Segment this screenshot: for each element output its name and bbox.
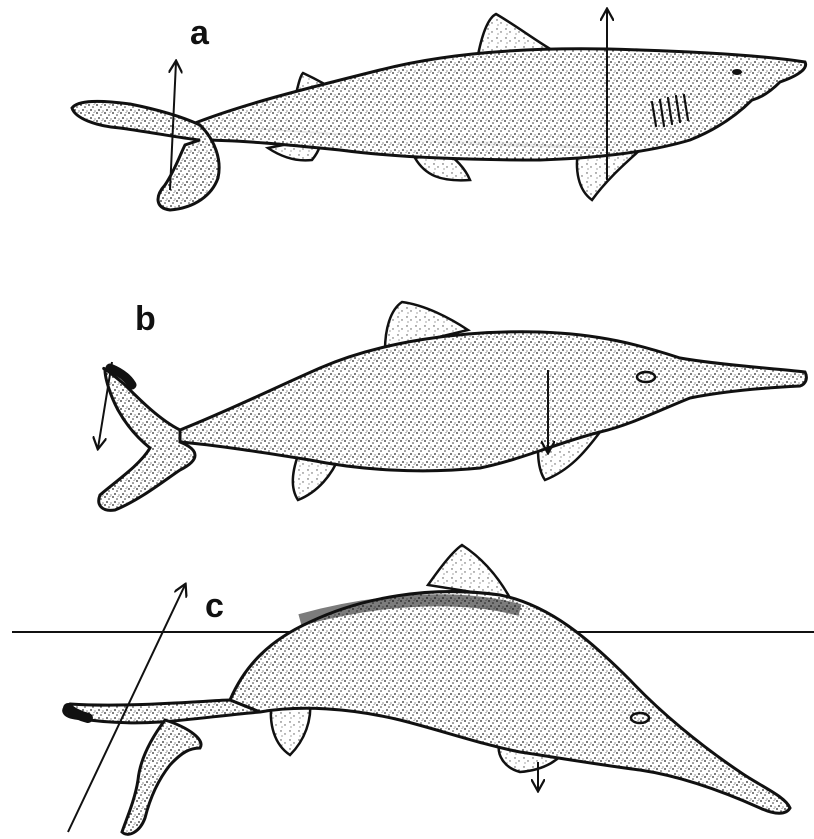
ichthyosaur-tail-c bbox=[64, 700, 260, 723]
panel-label-a: a bbox=[190, 14, 210, 52]
panel-b: b bbox=[98, 300, 806, 510]
ichthyosaur-tail-lobe-c bbox=[122, 720, 201, 834]
ichthyosaur-body-c bbox=[230, 592, 790, 814]
panel-c: c bbox=[12, 545, 814, 834]
ichthyosaur-dorsal-fin-c bbox=[428, 545, 510, 598]
shark-eye bbox=[732, 69, 742, 75]
shark-tail bbox=[72, 101, 219, 210]
panel-a: a bbox=[72, 10, 806, 210]
panel-label-b: b bbox=[135, 300, 156, 338]
ichthyosaur-tail-b bbox=[99, 368, 195, 510]
ichthyosaur-body-b bbox=[180, 332, 806, 471]
panel-label-c: c bbox=[205, 587, 224, 625]
